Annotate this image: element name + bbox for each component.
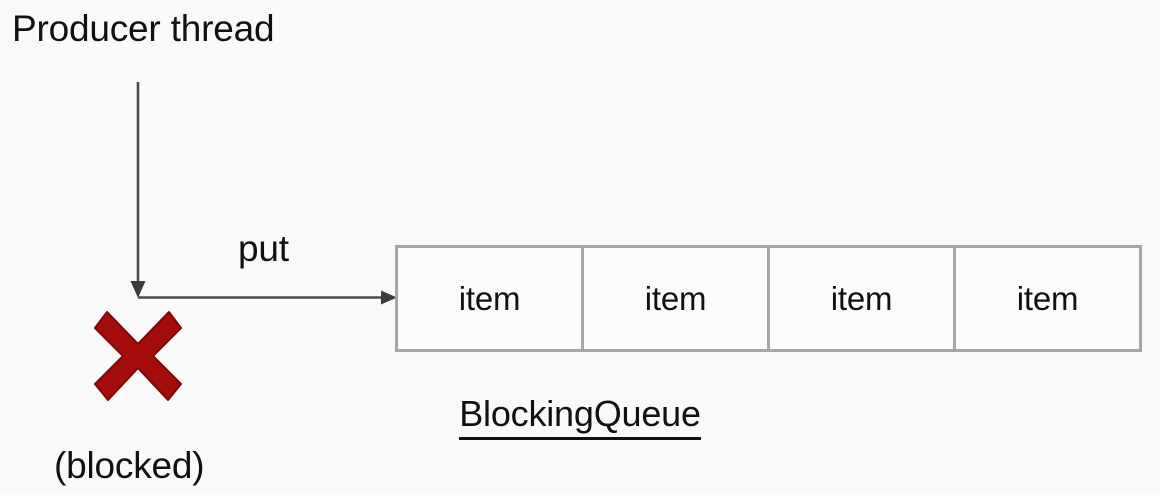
queue-cell: item — [770, 248, 956, 349]
queue-cell: item — [1016, 279, 1079, 317]
blocking-queue-caption-text: BlockingQueue — [459, 393, 701, 440]
down-arrow-icon — [130, 82, 146, 298]
producer-thread-label: Producer thread — [12, 8, 275, 49]
right-arrow-icon — [138, 290, 397, 305]
blocking-queue-caption: BlockingQueue — [0, 393, 1160, 440]
blocking-queue-container: item item item item — [395, 245, 1142, 352]
queue-cell: item — [584, 248, 770, 349]
queue-cell: item — [398, 248, 584, 349]
red-x-icon — [94, 311, 182, 401]
blocked-status-label: (blocked) — [54, 445, 205, 486]
put-operation-label: put — [238, 228, 289, 269]
